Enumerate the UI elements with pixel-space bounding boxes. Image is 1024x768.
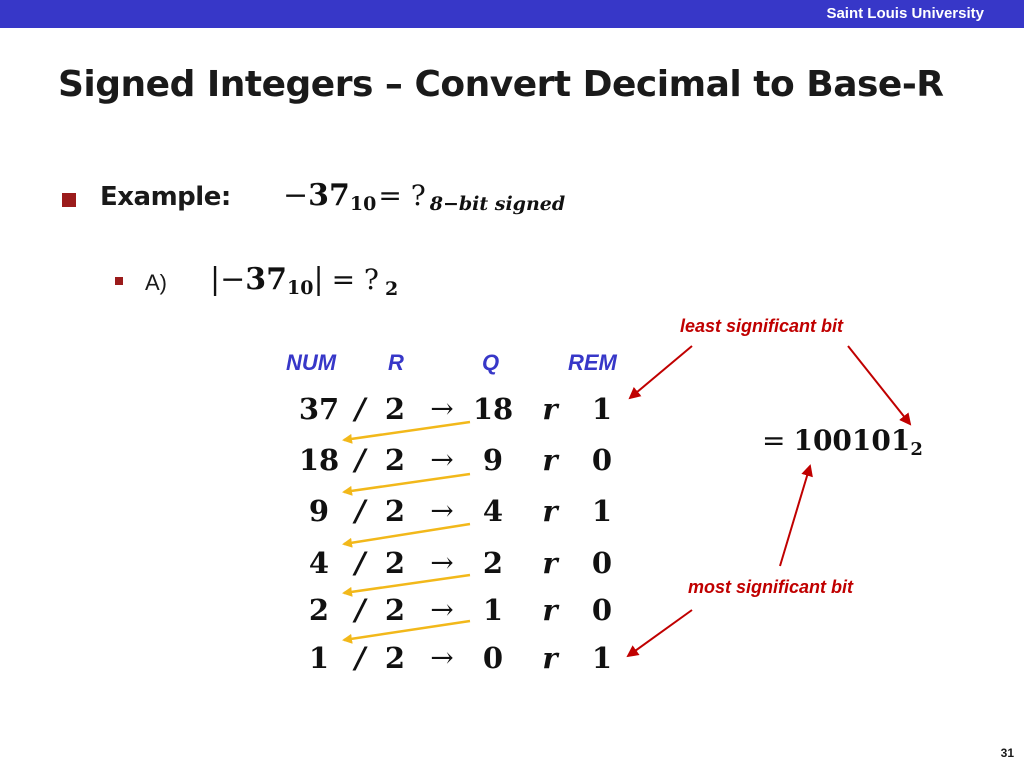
remainder-symbol: r: [542, 546, 558, 580]
step-a-equation: |−3710|= ?2: [210, 262, 398, 300]
msb-arrow-up: [779, 464, 813, 567]
division-slash: /: [354, 593, 366, 627]
lsb-arrow-right: [847, 345, 912, 426]
remainder-symbol: r: [542, 443, 558, 477]
carry-arrow: [342, 573, 471, 597]
carry-arrow: [342, 619, 471, 644]
header-q: Q: [482, 350, 500, 375]
remainder-symbol: r: [542, 392, 558, 426]
example-equals: = ?: [378, 179, 426, 212]
row-num: 1: [308, 641, 330, 675]
step-a-base: 10: [287, 277, 314, 299]
step-a-open-bar: |−: [210, 262, 246, 297]
division-slash: /: [354, 392, 366, 426]
lsb-arrow-left: [628, 345, 693, 400]
carry-arrow: [342, 522, 471, 548]
row-quotient: 2: [482, 546, 504, 580]
example-target: 8−bit signed: [429, 193, 566, 215]
row-rem: 1: [591, 494, 613, 528]
row-radix: 2: [384, 546, 406, 580]
row-radix: 2: [384, 392, 406, 426]
right-arrow-icon: →: [430, 443, 454, 476]
header-r: R: [388, 350, 404, 375]
header-rem: REM: [568, 350, 617, 375]
row-num: 18: [298, 443, 340, 477]
row-num: 4: [308, 546, 330, 580]
division-slash: /: [354, 443, 366, 477]
result-value: =1001012: [762, 424, 923, 460]
row-num: 37: [298, 392, 340, 426]
lsb-annotation: least significant bit: [680, 316, 844, 336]
row-rem: 1: [591, 641, 613, 675]
result-bits: 100101: [793, 424, 911, 457]
step-a-close-bar: |: [313, 262, 324, 297]
row-radix: 2: [384, 593, 406, 627]
row-quotient: 9: [482, 443, 504, 477]
carry-arrow: [342, 420, 471, 444]
row-rem: 1: [591, 392, 613, 426]
remainder-symbol: r: [542, 494, 558, 528]
example-base: 10: [349, 193, 377, 215]
header-num: NUM: [286, 350, 337, 375]
row-rem: 0: [591, 443, 613, 477]
university-name: Saint Louis University: [826, 5, 984, 22]
step-a-number: 37: [245, 262, 287, 297]
row-radix: 2: [384, 641, 406, 675]
step-a-equals: = ?: [331, 263, 379, 296]
carry-arrow: [342, 472, 471, 496]
msb-annotation: most significant bit: [688, 577, 854, 597]
row-quotient: 0: [482, 641, 504, 675]
right-arrow-icon: →: [430, 641, 454, 674]
row-quotient: 18: [472, 392, 514, 426]
right-arrow-icon: →: [430, 593, 454, 626]
result-base: 2: [910, 439, 923, 460]
step-a-label: A): [145, 270, 167, 295]
row-quotient: 4: [482, 494, 504, 528]
header-bar: [0, 0, 1024, 28]
row-rem: 0: [591, 593, 613, 627]
example-minus: −: [283, 178, 309, 213]
row-radix: 2: [384, 494, 406, 528]
msb-arrow-left: [626, 609, 693, 658]
example-label: Example:: [100, 182, 231, 212]
row-rem: 0: [591, 546, 613, 580]
row-quotient: 1: [482, 593, 504, 627]
step-a-target: 2: [384, 278, 399, 300]
result-equals: =: [762, 424, 786, 457]
remainder-symbol: r: [542, 593, 558, 627]
division-slash: /: [354, 546, 366, 580]
example-equation: −3710= ?8−bit signed: [283, 178, 565, 215]
division-slash: /: [354, 641, 366, 675]
right-arrow-icon: →: [430, 494, 454, 527]
row-radix: 2: [384, 443, 406, 477]
right-arrow-icon: →: [430, 546, 454, 579]
example-number: 37: [308, 178, 350, 213]
slide-title: Signed Integers – Convert Decimal to Bas…: [58, 64, 944, 105]
bullet-square-icon: [62, 193, 76, 207]
row-num: 2: [308, 593, 330, 627]
carry-arrows: [342, 420, 471, 644]
right-arrow-icon: →: [430, 392, 454, 425]
page-number: 31: [1000, 746, 1014, 760]
remainder-symbol: r: [542, 641, 558, 675]
sub-bullet-square-icon: [115, 277, 123, 285]
row-num: 9: [308, 494, 330, 528]
division-slash: /: [354, 494, 366, 528]
